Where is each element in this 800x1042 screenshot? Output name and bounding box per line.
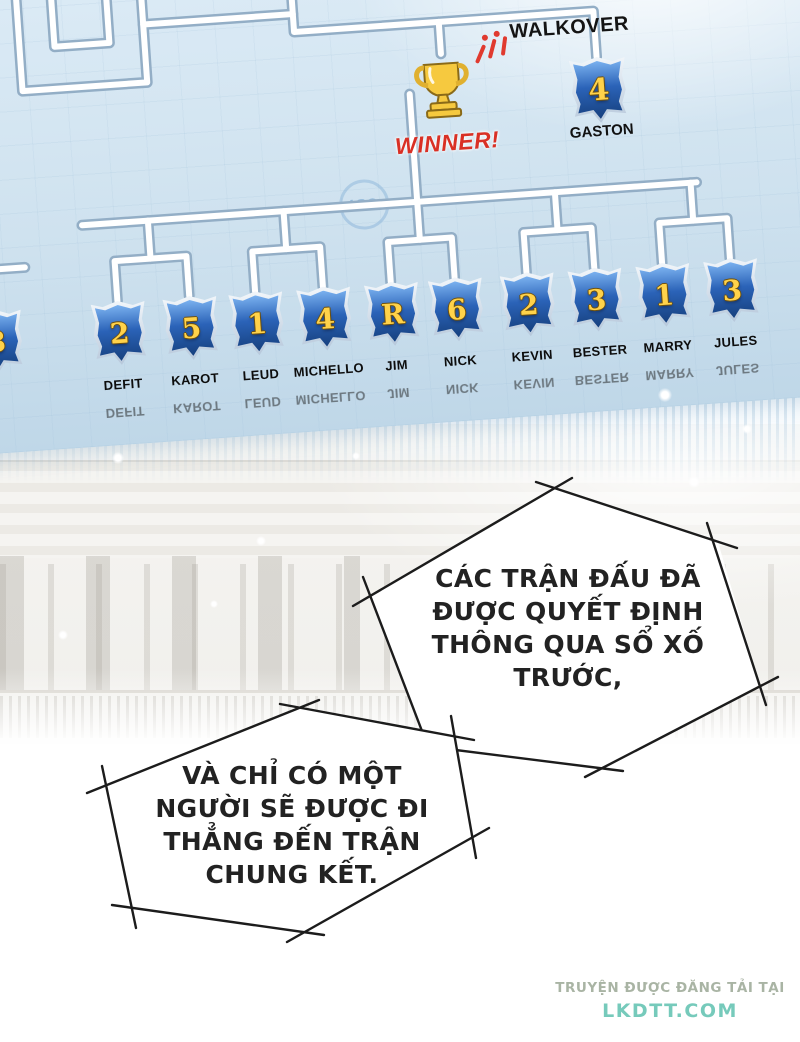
badge-seed: 4 <box>314 301 336 336</box>
player-badge: 5 <box>162 294 220 362</box>
badge-seed: 3 <box>585 282 608 317</box>
tournament-board-panel: IGO <box>0 0 800 500</box>
sparkle-icon <box>658 388 672 402</box>
sparkle-icon <box>210 600 218 608</box>
speech-bubble-1: CÁC TRẬN ĐẤU ĐÃ ĐƯỢC QUYẾT ĐỊNH THÔNG QU… <box>351 476 780 779</box>
speech-bubble-shape <box>85 698 491 944</box>
player-badge: 2 <box>90 299 148 367</box>
badge-seed: 2 <box>517 287 540 322</box>
watermark-site-url: LKDTT.COM <box>602 1000 738 1022</box>
site-watermark: TRUYỆN ĐƯỢC ĐĂNG TẢI TẠI LKDTT.COM <box>544 980 796 1022</box>
speech-bubble-text: VÀ CHỈ CÓ MỘT NGƯỜI SẼ ĐƯỢC ĐI THẲNG ĐẾN… <box>155 761 429 889</box>
emphasis-marks-icon <box>469 29 515 68</box>
badge-seed: 6 <box>445 292 468 327</box>
player-badge: 4 <box>296 285 354 353</box>
badge-seed: R <box>380 296 406 332</box>
sparkle-icon <box>742 424 752 434</box>
badge-seed: 2 <box>108 315 131 351</box>
badge-seed: 5 <box>180 310 203 346</box>
badge-seed: 1 <box>246 306 269 341</box>
sparkle-icon <box>256 536 266 546</box>
speech-bubble-text: CÁC TRẬN ĐẤU ĐÃ ĐƯỢC QUYẾT ĐỊNH THÔNG QU… <box>431 564 705 692</box>
sparkle-icon <box>688 476 700 488</box>
player-badge: 6 <box>428 276 486 344</box>
bracket-lines <box>0 0 736 307</box>
sparkle-icon <box>58 630 68 640</box>
champion-badge: 4 <box>569 55 629 125</box>
player-badge: 2 <box>499 271 557 339</box>
watermark-line1: TRUYỆN ĐƯỢC ĐĂNG TẢI TẠI <box>555 980 785 996</box>
badge-seed: 3 <box>721 272 744 308</box>
player-badge: R <box>364 280 422 348</box>
player-badge: 3 <box>567 266 625 334</box>
sparkle-icon <box>112 452 124 464</box>
champion-seed: 4 <box>587 71 611 109</box>
badge-seed: 1 <box>653 277 676 312</box>
player-badge: 3 <box>703 256 761 324</box>
badge-seed: 8 <box>0 324 7 359</box>
trophy-icon <box>403 51 482 130</box>
sparkle-icon <box>352 452 360 460</box>
player-badge: 1 <box>228 289 286 357</box>
player-badge: 1 <box>635 261 693 329</box>
speech-bubble-2: VÀ CHỈ CÓ MỘT NGƯỜI SẼ ĐƯỢC ĐI THẲNG ĐẾN… <box>85 698 492 950</box>
bracket-board: IGO <box>0 0 800 456</box>
speech-bubble-shape <box>351 476 780 779</box>
player-badge-partial: 8 <box>0 308 25 376</box>
